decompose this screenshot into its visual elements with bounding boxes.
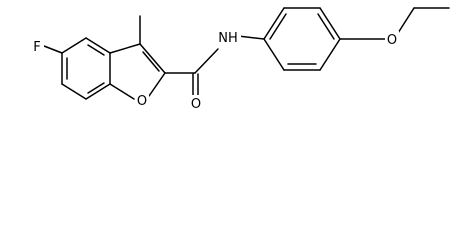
fluorine-bond [43, 45, 63, 54]
carbonyl-oxygen-atom: O [189, 95, 203, 112]
ethoxy-group [339, 7, 450, 40]
bond [109, 83, 135, 100]
bond [319, 38, 341, 71]
bond [319, 7, 341, 40]
bond [85, 37, 111, 54]
bond [61, 37, 87, 54]
bond [109, 43, 141, 54]
bond [237, 35, 265, 40]
bond [194, 48, 219, 74]
amide-group [164, 35, 265, 96]
benzene-ring [61, 37, 111, 100]
double-bond-inner [317, 13, 335, 40]
bond [397, 7, 415, 34]
double-bond-inner [87, 44, 105, 56]
ether-oxygen-label: O [387, 33, 397, 48]
double-bond-inner [87, 82, 105, 94]
amide-nitrogen-label: NH [218, 31, 238, 46]
bond [263, 7, 285, 40]
amide-nitrogen-atom: NH [215, 29, 241, 46]
bond [61, 83, 87, 100]
bond [139, 43, 166, 74]
bond [263, 38, 285, 71]
ring-oxygen-atom: O [135, 92, 149, 109]
fluorine-label: F [33, 40, 40, 55]
bond [148, 72, 166, 97]
fluorine-atom: F [30, 38, 44, 55]
double-bond-inner [269, 13, 287, 40]
ring-oxygen-label: O [137, 94, 147, 109]
bond [85, 83, 111, 100]
furan-ring [109, 43, 166, 100]
ether-oxygen-atom: O [385, 31, 399, 48]
carbonyl-oxygen-label: O [191, 97, 201, 112]
molecule-structure: F O O NH O [30, 7, 450, 112]
double-bond-inner [142, 51, 160, 72]
phenyl-ring [263, 7, 341, 71]
